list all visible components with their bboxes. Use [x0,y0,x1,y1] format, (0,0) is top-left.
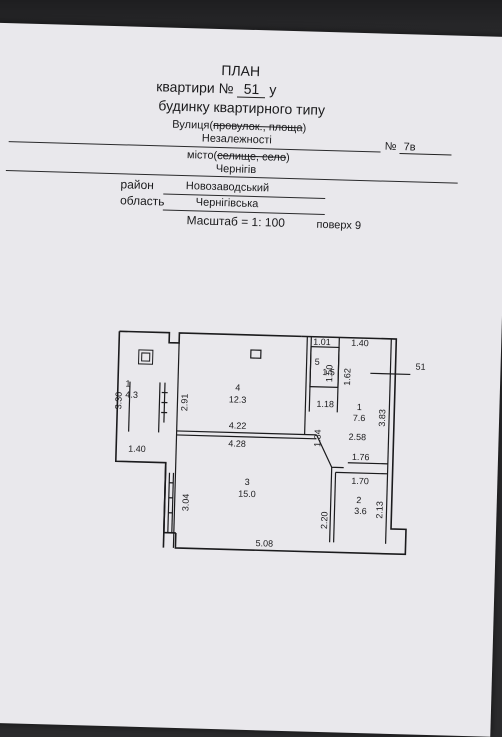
dimension: 2.13 [374,501,384,519]
floor-plan: 51 1 4.3 4 12.3 5 1.5 1 7.6 3 15.0 2 3.6… [105,321,452,570]
dimension: 5.08 [255,538,273,548]
dimension: 1.40 [351,338,369,348]
dimension: 2.91 [179,393,189,411]
street-value: Незалежності [202,133,272,147]
district-value: Новозаводський [186,180,270,194]
dimension: 2.58 [348,432,366,442]
dimension: 1.50 [324,365,334,383]
room-number: 2 [356,495,361,505]
dimension: 3.83 [377,409,387,427]
dimension: 4.22 [229,420,247,430]
apartment-marker: 51 [415,362,425,372]
room-number: 3 [245,477,250,487]
region-value: Чернігівська [196,196,259,210]
room-area: 12.3 [229,394,247,404]
floor-label: поверх 9 [316,219,361,232]
plan-document: ПЛАН квартири № 51 у будинку квартирного… [0,22,502,737]
dimension: 1.34 [312,429,322,447]
apartment-number: 51 [237,80,265,98]
apartment-label-prefix: квартири № [156,78,234,96]
room-area: 3.6 [354,506,367,516]
plan-title: ПЛАН [221,62,260,79]
dimension: 3.04 [180,494,190,512]
room-area: 7.6 [353,413,366,423]
building-type: будинку квартирного типу [158,97,325,118]
dimension: 1.70 [351,476,369,486]
dimension: 1.62 [342,368,352,386]
house-number: № 7в [384,141,451,156]
room-number: 4 [235,383,240,393]
scale-label: Масштаб = 1: 100 [186,213,285,230]
room-number: 1 [125,378,130,388]
city-value: Чернігів [216,163,257,176]
dimension: 1.18 [316,399,334,409]
dimension: 4.28 [228,438,246,448]
room-number: 1 [357,402,362,412]
apartment-label: квартири № 51 у [156,78,277,98]
dimension: 1.40 [128,444,146,454]
dimension: 3.30 [113,392,123,410]
city-label: місто(селище, село) [187,149,290,164]
room-area: 15.0 [238,489,256,499]
district-label: район [120,177,154,192]
apartment-label-suffix: у [269,81,276,97]
region-label: область [120,193,165,208]
room-number: 5 [315,357,320,367]
dimension: 1.76 [352,452,370,462]
dimension: 2.20 [319,511,329,529]
street-label: Вулиця(провулок., площа) [172,119,306,135]
dimension: 1.01 [313,337,331,347]
room-area: 4.3 [125,389,138,399]
